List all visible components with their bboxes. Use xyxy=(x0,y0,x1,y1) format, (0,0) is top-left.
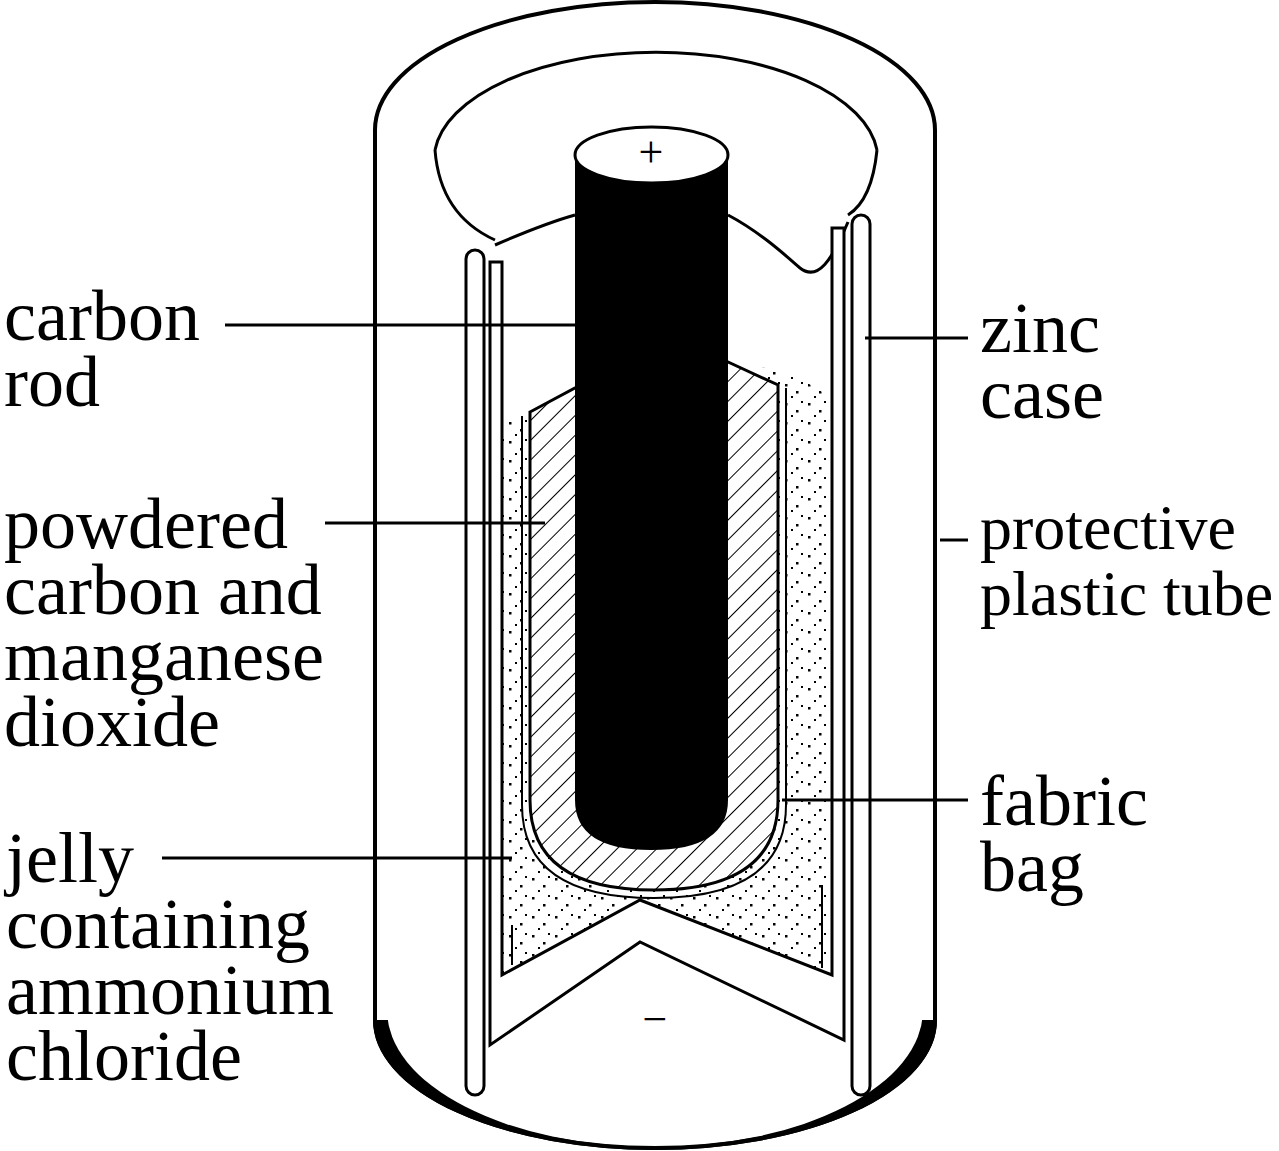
plastic-tube xyxy=(466,250,484,1095)
polarity-sign: − xyxy=(625,995,685,1045)
part-label: protective plastic tube xyxy=(980,495,1275,627)
part-label: jelly containing ammonium chloride xyxy=(6,825,351,1089)
part-label: zinc case xyxy=(980,295,1180,427)
part-label: powdered carbon and manganese dioxide xyxy=(4,491,349,755)
part-label: carbon rod xyxy=(4,283,234,415)
part-label: fabric bag xyxy=(980,768,1180,900)
plastic-tube xyxy=(852,215,870,1095)
cell-body xyxy=(375,2,935,1148)
polarity-sign: + xyxy=(621,128,681,178)
rod-cap xyxy=(575,127,728,183)
carbon-rod xyxy=(575,155,728,850)
